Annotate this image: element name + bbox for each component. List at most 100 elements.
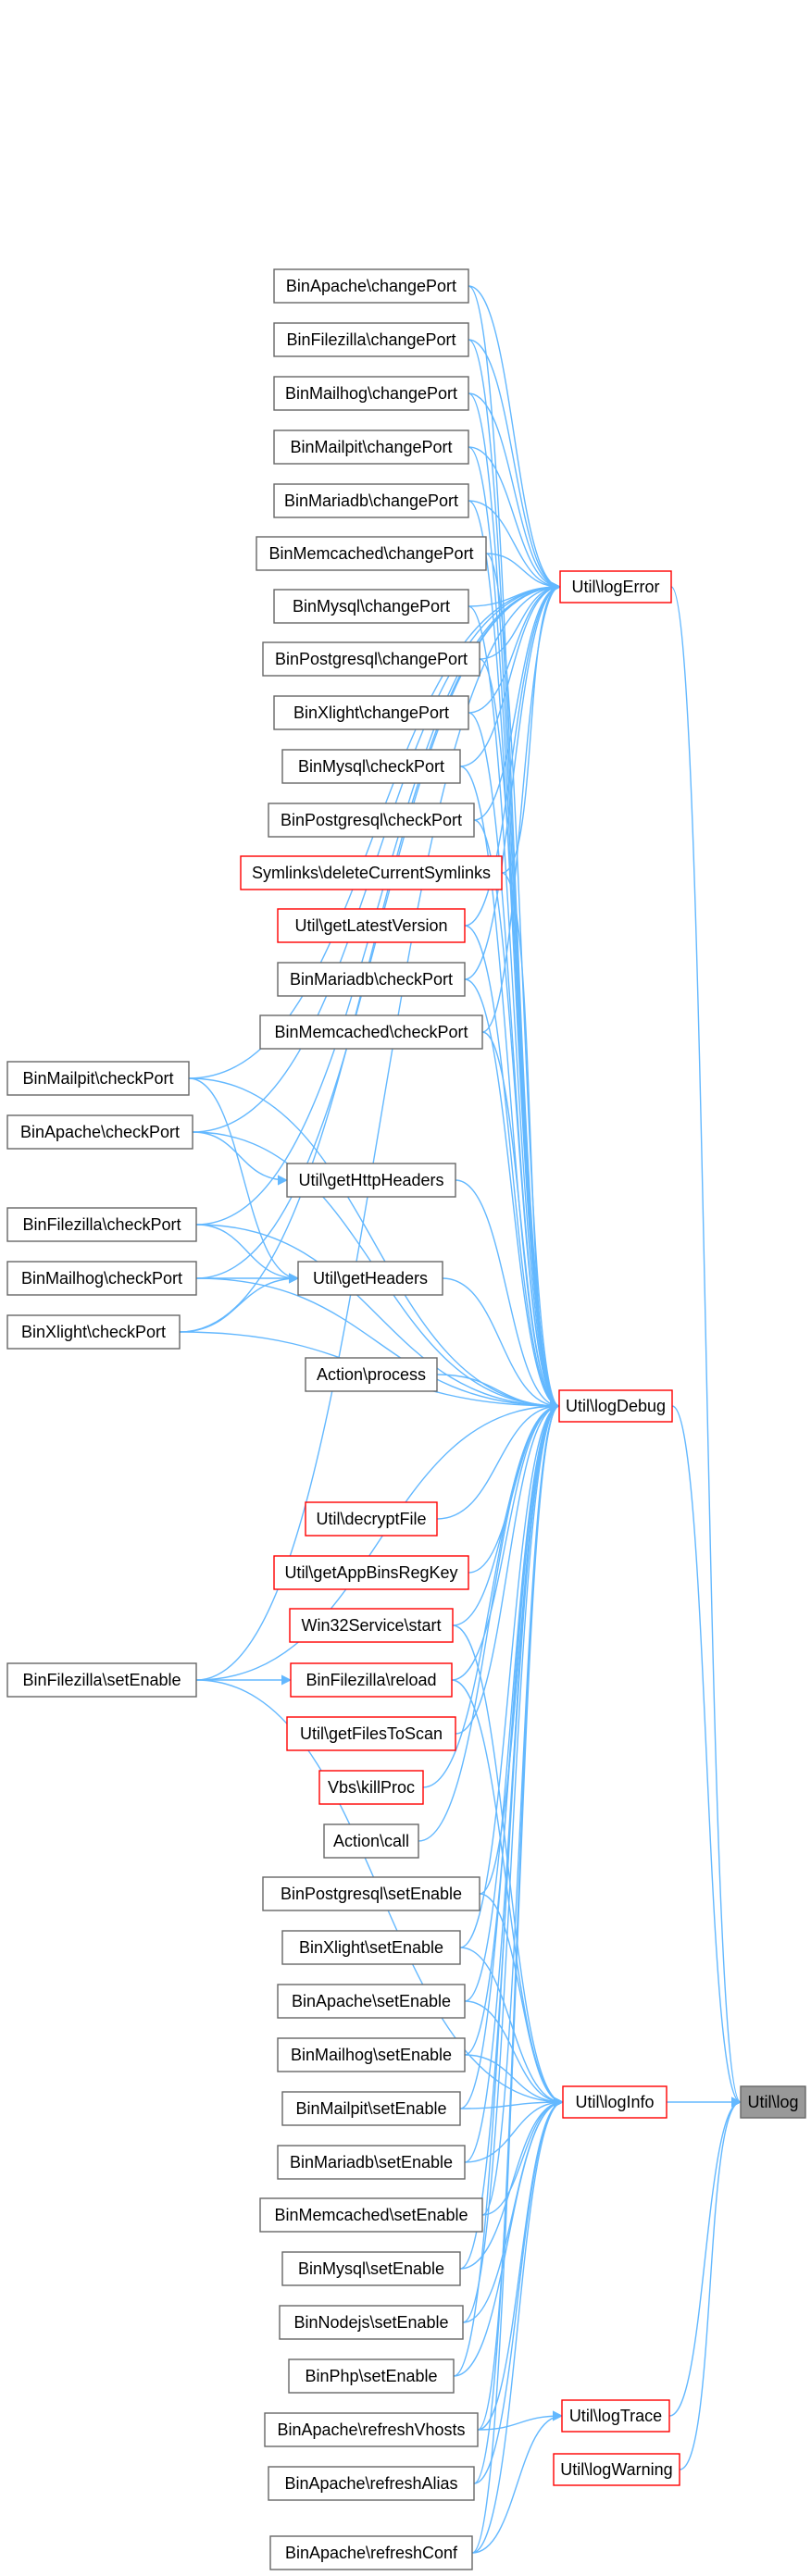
edge-logdebug-to-log <box>671 1405 742 2108</box>
node-binmailpit-setenable[interactable]: BinMailpit\setEnable <box>281 2091 461 2126</box>
node-util-gethttpheaders[interactable]: Util\getHttpHeaders <box>286 1163 456 1198</box>
node-box <box>281 1930 461 1965</box>
node-util-getheaders[interactable]: Util\getHeaders <box>297 1261 443 1296</box>
edge-mailhog_checkport-to-logdebug <box>195 1277 561 1412</box>
edge-action_process-to-logdebug <box>436 1374 561 1412</box>
node-binmariadb-checkport[interactable]: BinMariadb\checkPort <box>277 962 466 997</box>
node-binxlight-checkport[interactable]: BinXlight\checkPort <box>6 1314 181 1350</box>
node-binxlight-changeport[interactable]: BinXlight\changePort <box>273 695 469 730</box>
edge-mailhog_setenable-to-loginfo <box>464 2054 565 2108</box>
node-box <box>262 1876 480 1911</box>
node-box <box>240 855 503 890</box>
node-label: BinMysql\setEnable <box>298 2259 444 2278</box>
node-label: Util\logInfo <box>575 2093 654 2111</box>
node-binmysql-setenable[interactable]: BinMysql\setEnable <box>281 2251 461 2286</box>
node-util-decryptfile[interactable]: Util\decryptFile <box>305 1501 438 1537</box>
node-binmailhog-setenable[interactable]: BinMailhog\setEnable <box>277 2037 466 2072</box>
node-label: BinApache\refreshVhosts <box>277 2420 465 2439</box>
node-box <box>268 2466 475 2501</box>
node-symlinks-deletecurrentsymlinks[interactable]: Symlinks\deleteCurrentSymlinks <box>240 855 503 890</box>
node-vbs-killproc[interactable]: Vbs\killProc <box>318 1770 424 1805</box>
node-binfilezilla-checkport[interactable]: BinFilezilla\checkPort <box>6 1207 197 1242</box>
node-binmailpit-changeport[interactable]: BinMailpit\changePort <box>273 429 469 465</box>
edge-xlight_setenable-to-loginfo <box>459 1947 565 2108</box>
edge-mariadb_checkport-to-logerror <box>464 581 562 980</box>
node-util-getappbinsregkey[interactable]: Util\getAppBinsRegKey <box>273 1555 469 1590</box>
node-box <box>273 695 469 730</box>
node-label: BinFilezilla\reload <box>306 1671 436 1689</box>
node-label: BinPhp\setEnable <box>305 2367 437 2385</box>
node-box <box>273 483 469 518</box>
node-box <box>277 2037 466 2072</box>
node-util-logwarning[interactable]: Util\logWarning <box>553 2453 680 2486</box>
node-binmysql-checkport[interactable]: BinMysql\checkPort <box>281 749 461 784</box>
node-binmailhog-changeport[interactable]: BinMailhog\changePort <box>273 376 469 411</box>
node-binmysql-changeport[interactable]: BinMysql\changePort <box>273 589 469 624</box>
node-action-process[interactable]: Action\process <box>305 1357 438 1392</box>
node-box <box>318 1770 424 1805</box>
node-util-getlatestversion[interactable]: Util\getLatestVersion <box>277 908 466 943</box>
node-binpostgresql-setenable[interactable]: BinPostgresql\setEnable <box>262 1876 480 1911</box>
node-box <box>553 2453 680 2486</box>
node-binapache-setenable[interactable]: BinApache\setEnable <box>277 1984 466 2019</box>
node-binmemcached-changeport[interactable]: BinMemcached\changePort <box>256 536 487 571</box>
node-binmariadb-changeport[interactable]: BinMariadb\changePort <box>273 483 469 518</box>
edge-apache_refreshconf-to-logtrace <box>471 2410 564 2554</box>
node-binfilezilla-changeport[interactable]: BinFilezilla\changePort <box>273 322 469 357</box>
node-label: BinFilezilla\changePort <box>286 330 455 349</box>
edge-mysql_changeport-to-logdebug <box>468 605 561 1412</box>
edge-logerror-to-log <box>670 586 742 2108</box>
node-box <box>740 2085 806 2119</box>
node-util-logtrace[interactable]: Util\logTrace <box>561 2399 670 2433</box>
node-binapache-changeport[interactable]: BinApache\changePort <box>273 268 469 304</box>
node-win32service-start[interactable]: Win32Service\start <box>289 1608 454 1643</box>
node-box <box>286 1716 456 1751</box>
node-binxlight-setenable[interactable]: BinXlight\setEnable <box>281 1930 461 1965</box>
node-box <box>6 1207 197 1242</box>
node-box <box>262 641 480 677</box>
node-box <box>305 1357 438 1392</box>
edge-xlight_changeport-to-logerror <box>468 581 562 714</box>
node-binphp-setenable[interactable]: BinPhp\setEnable <box>288 2358 455 2394</box>
node-binpostgresql-changeport[interactable]: BinPostgresql\changePort <box>262 641 480 677</box>
edge-xlight_checkport-to-logerror <box>179 581 562 1333</box>
node-box <box>559 570 672 604</box>
node-label: BinMysql\checkPort <box>298 757 444 776</box>
edge-memcached_checkport-to-logerror <box>481 581 562 1033</box>
node-binfilezilla-reload[interactable]: BinFilezilla\reload <box>290 1662 453 1698</box>
edge-mariadb_checkport-to-logdebug <box>464 978 561 1412</box>
node-binmailpit-checkport[interactable]: BinMailpit\checkPort <box>6 1061 190 1096</box>
node-binmailhog-checkport[interactable]: BinMailhog\checkPort <box>6 1261 197 1296</box>
node-util-logerror[interactable]: Util\logError <box>559 570 672 604</box>
node-binapache-refreshalias[interactable]: BinApache\refreshAlias <box>268 2466 475 2501</box>
node-binapache-refreshvhosts[interactable]: BinApache\refreshVhosts <box>264 2412 479 2447</box>
node-box <box>279 2305 464 2340</box>
edge-mysql_checkport-to-logerror <box>459 581 562 767</box>
node-label: BinMemcached\checkPort <box>274 1023 468 1041</box>
node-util-loginfo[interactable]: Util\logInfo <box>562 2085 668 2119</box>
node-action-call[interactable]: Action\call <box>323 1823 419 1859</box>
node-box <box>288 2358 455 2394</box>
node-layer: BinApache\changePortBinFilezilla\changeP… <box>6 268 806 2570</box>
node-label: Util\logError <box>571 578 659 596</box>
node-util-logdebug[interactable]: Util\logDebug <box>558 1389 673 1423</box>
node-label: Win32Service\start <box>301 1616 441 1635</box>
node-binfilezilla-setenable[interactable]: BinFilezilla\setEnable <box>6 1662 197 1698</box>
edge-apache_changeport-to-logdebug <box>468 285 561 1412</box>
node-binapache-checkport[interactable]: BinApache\checkPort <box>6 1114 193 1150</box>
node-box <box>6 1662 197 1698</box>
node-label: BinFilezilla\checkPort <box>22 1215 181 1234</box>
node-binapache-refreshconf[interactable]: BinApache\refreshConf <box>269 2535 473 2570</box>
node-util-getfilestoscan[interactable]: Util\getFilesToScan <box>286 1716 456 1751</box>
node-label: BinMailpit\changePort <box>290 438 452 456</box>
node-binmariadb-setenable[interactable]: BinMariadb\setEnable <box>277 2145 466 2180</box>
node-util-log[interactable]: Util\log <box>740 2085 806 2119</box>
node-binnodejs-setenable[interactable]: BinNodejs\setEnable <box>279 2305 464 2340</box>
edge-xlight_setenable-to-logdebug <box>459 1400 561 1948</box>
node-label: Util\decryptFile <box>316 1510 426 1528</box>
node-binmemcached-checkport[interactable]: BinMemcached\checkPort <box>259 1014 483 1050</box>
node-binmemcached-setenable[interactable]: BinMemcached\setEnable <box>259 2197 483 2233</box>
node-binpostgresql-checkport[interactable]: BinPostgresql\checkPort <box>268 803 475 838</box>
edge-apache_refreshalias-to-loginfo <box>473 2097 565 2484</box>
